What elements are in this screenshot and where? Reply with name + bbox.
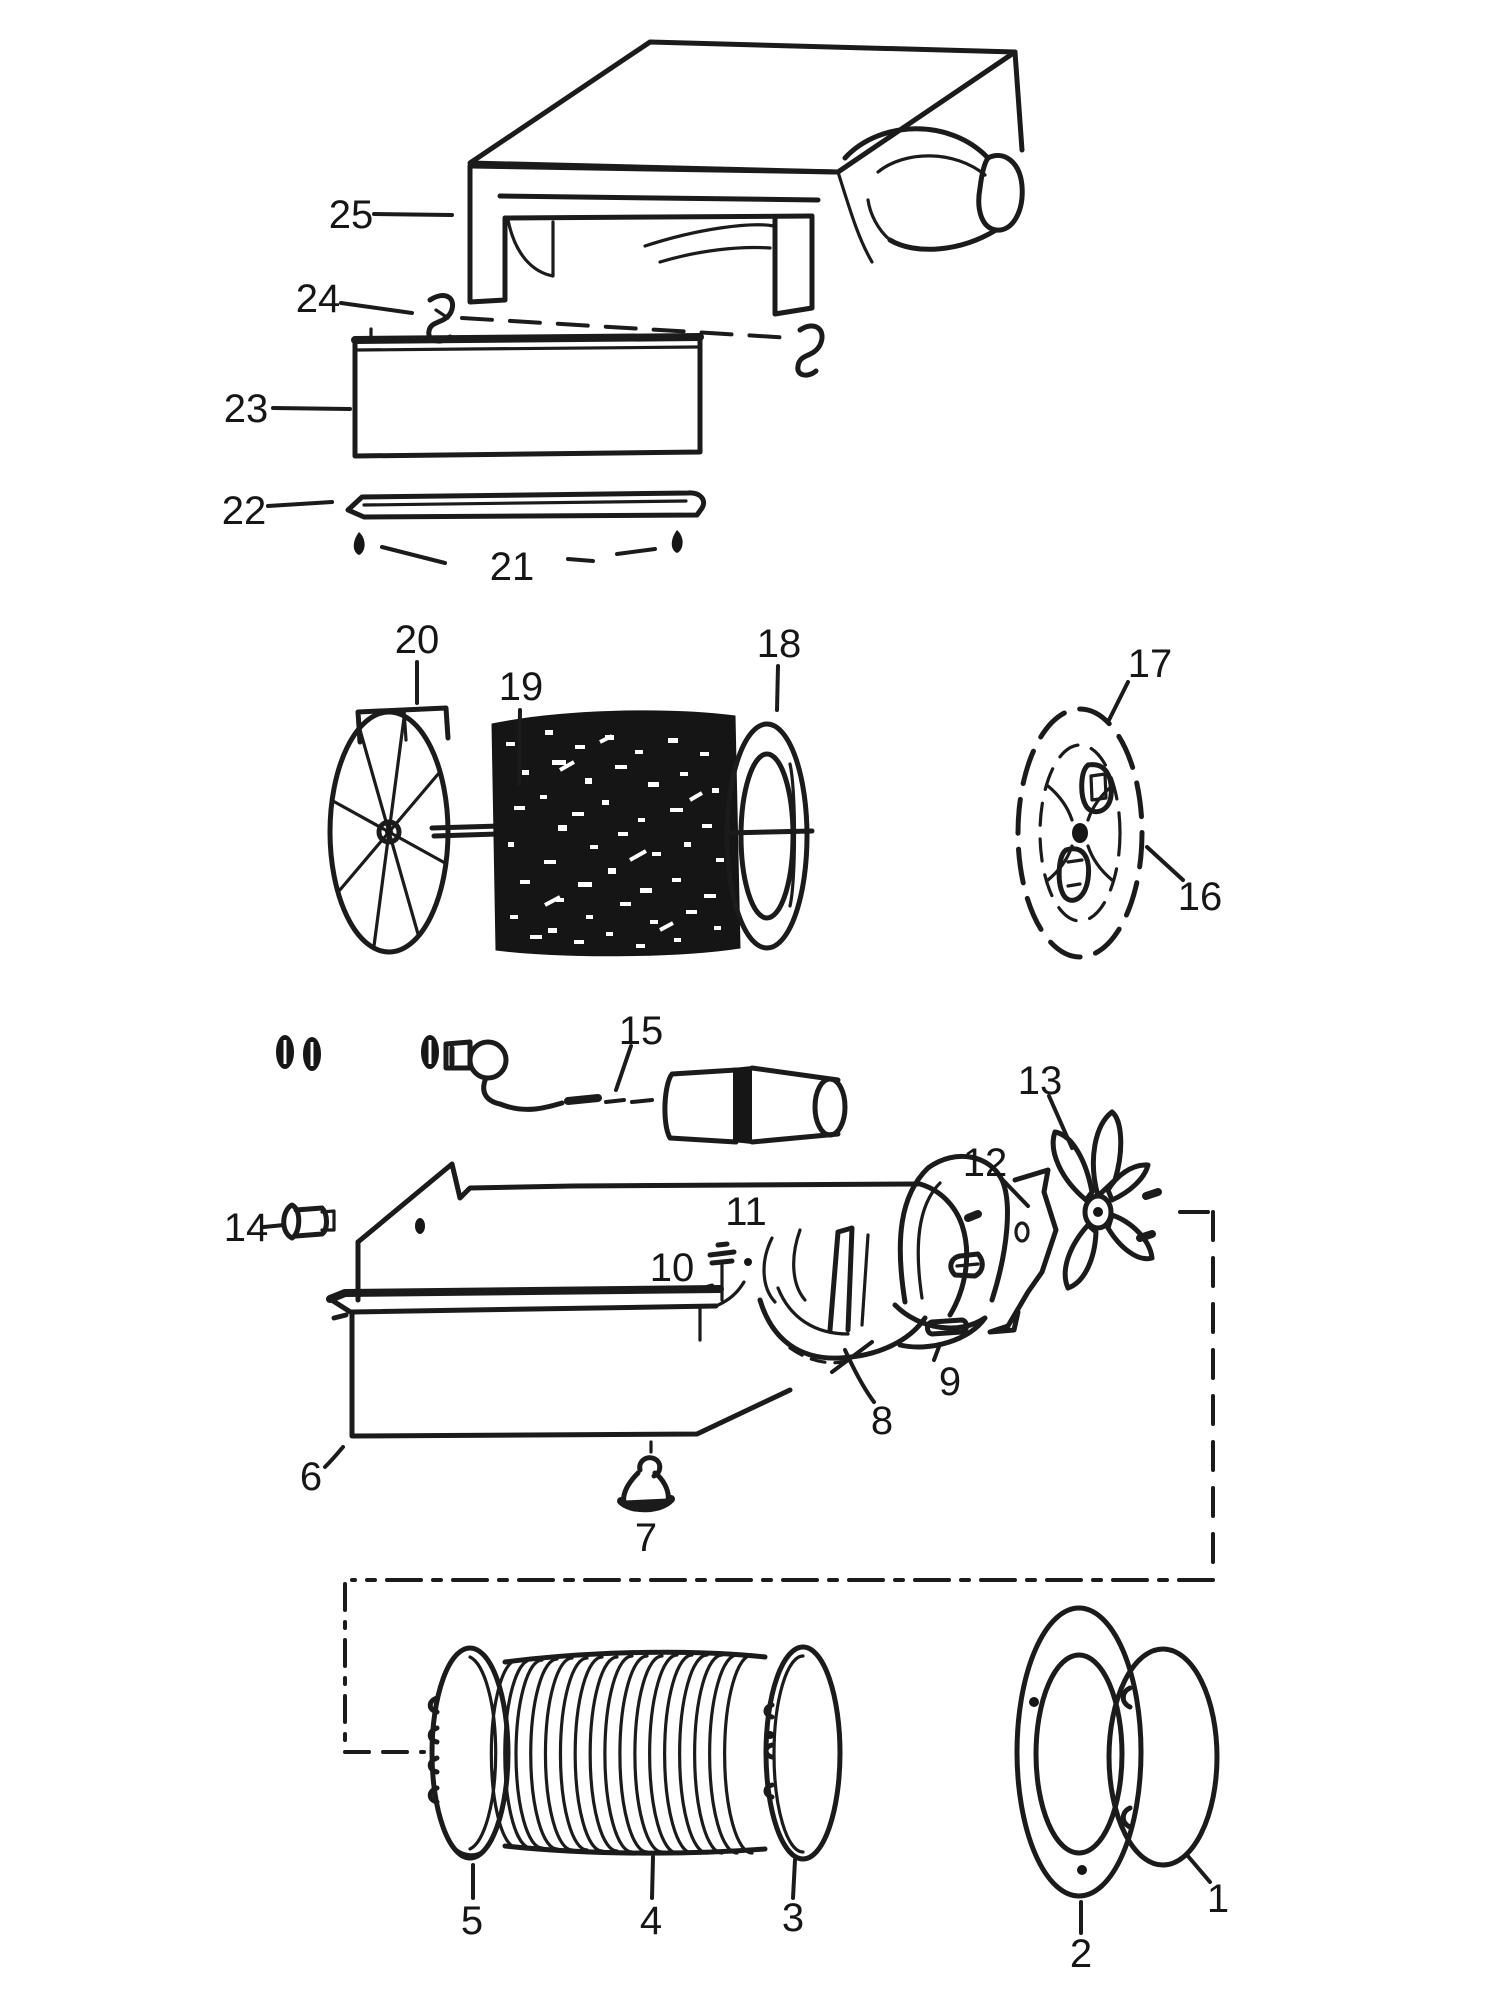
callout-4: 4 (640, 1899, 662, 1943)
callout-19: 19 (499, 665, 544, 709)
callout-1: 1 (1207, 1877, 1229, 1921)
callout-9: 9 (939, 1360, 961, 1404)
callout-22: 22 (222, 489, 267, 533)
part-housing-pan (326, 1161, 921, 1439)
part-motor-bracket (948, 1167, 1059, 1335)
callout-25: 25 (329, 193, 374, 237)
part-motor-end-plate (1015, 706, 1145, 960)
callout-6: 6 (300, 1455, 322, 1499)
callout-14: 14 (224, 1206, 269, 1250)
part-cover-plate (1106, 1646, 1220, 1868)
callout-3: 3 (782, 1896, 804, 1940)
callout-8: 8 (871, 1399, 893, 1443)
callout-13: 13 (1018, 1059, 1063, 1103)
callout-15: 15 (619, 1009, 664, 1053)
leader-lines (266, 212, 1212, 1935)
part-access-panel (351, 327, 704, 459)
callout-labels: 1 2 3 4 5 6 7 8 9 10 11 12 13 14 15 16 1… (222, 193, 1229, 1976)
part-duct-ring-front (427, 1645, 511, 1861)
part-spacer-clip (925, 1317, 969, 1362)
callout-5: 5 (461, 1899, 483, 1943)
part-blower-scroll (757, 1153, 1010, 1404)
part-impeller (1050, 1109, 1162, 1291)
callout-20: 20 (395, 618, 440, 662)
part-grille-gasket (345, 490, 707, 520)
part-fan-wheel (327, 705, 451, 955)
part-grille-screws (353, 530, 683, 565)
callout-16: 16 (1178, 875, 1223, 919)
callout-7: 7 (635, 1516, 657, 1560)
callout-18: 18 (757, 622, 802, 666)
part-duct-ring-rear (763, 1644, 843, 1862)
callout-17: 17 (1128, 642, 1173, 686)
callout-21: 21 (490, 545, 535, 589)
part-bushing-grommet (262, 1202, 336, 1241)
dashed-connector-line (343, 1210, 1215, 1754)
part-flex-hose (489, 1649, 768, 1856)
callout-23: 23 (224, 387, 269, 431)
part-mounting-screw (695, 1241, 752, 1302)
callout-2: 2 (1070, 1932, 1092, 1976)
part-wire-lead-capacitor (276, 1035, 848, 1145)
part-flange-gasket (1014, 1605, 1144, 1899)
callout-12: 12 (963, 1141, 1008, 1185)
part-bell-grommet (617, 1440, 675, 1513)
part-motor-shaft (429, 823, 503, 839)
callout-11: 11 (725, 1190, 767, 1234)
part-housing-cover (467, 39, 1025, 317)
callout-24: 24 (296, 277, 341, 321)
callout-10: 10 (650, 1246, 695, 1290)
part-motor-roller (491, 710, 815, 957)
